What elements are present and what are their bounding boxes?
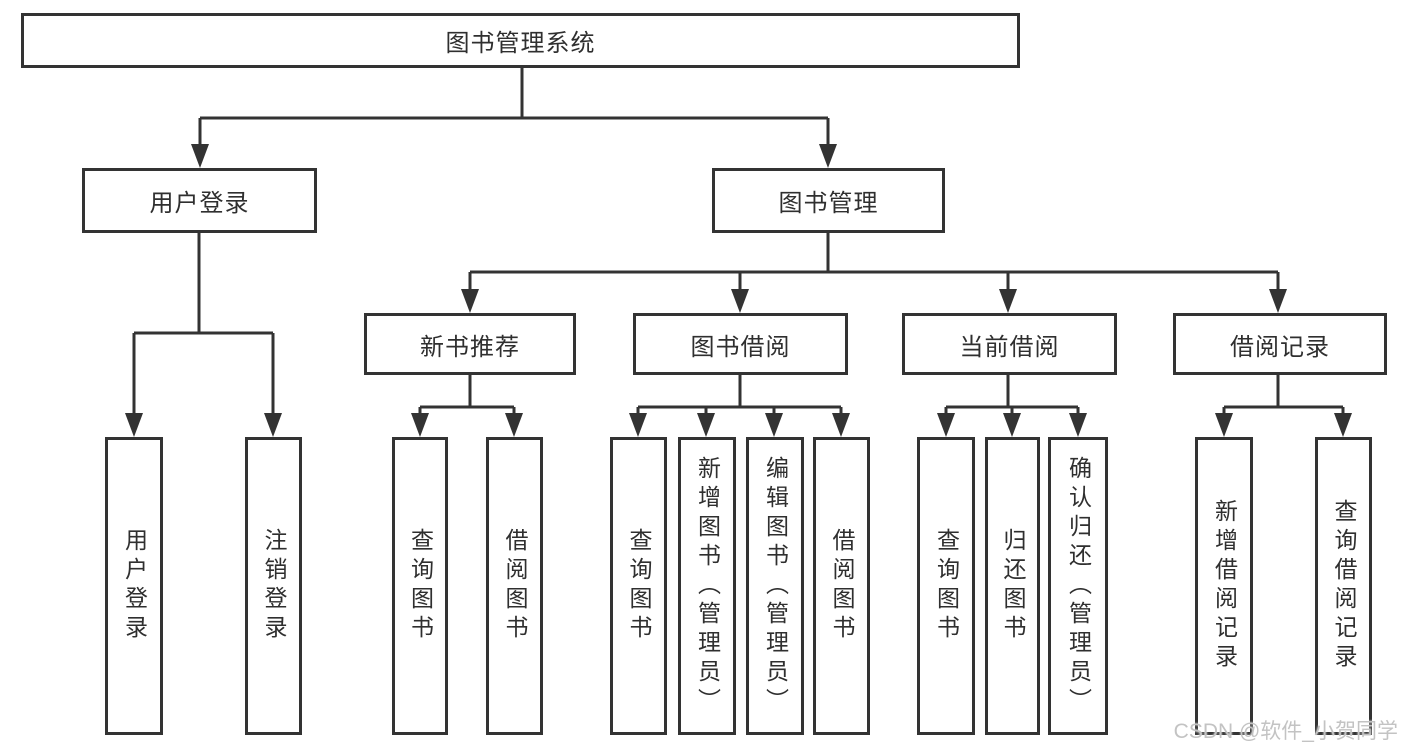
node-root-system: 图书管理系统 [21, 13, 1020, 68]
leaf-edit-book-admin-label: 编辑图书（管理员） [762, 455, 789, 717]
leaf-add-borrow-record: 新增借阅记录 [1195, 437, 1253, 735]
node-new-book-recommend: 新书推荐 [364, 313, 576, 375]
leaf-edit-book-admin: 编辑图书（管理员） [746, 437, 804, 735]
leaf-logout: 注销登录 [245, 437, 302, 735]
leaf-query-book-b-label: 查询图书 [626, 528, 652, 644]
node-user-login: 用户登录 [82, 168, 317, 233]
leaf-query-book-a-label: 查询图书 [407, 528, 434, 644]
leaf-return-book: 归还图书 [985, 437, 1040, 735]
leaf-return-book-label: 归还图书 [1000, 528, 1026, 644]
leaf-query-borrow-record-label: 查询借阅记录 [1331, 499, 1357, 673]
node-current-borrow: 当前借阅 [902, 313, 1117, 375]
node-book-management: 图书管理 [712, 168, 945, 233]
leaf-query-borrow-record: 查询借阅记录 [1315, 437, 1372, 735]
leaf-add-book-admin-label: 新增图书（管理员） [694, 455, 721, 717]
node-book-borrow: 图书借阅 [633, 313, 848, 375]
leaf-logout-label: 注销登录 [261, 528, 287, 644]
leaf-borrow-book-a-label: 借阅图书 [502, 528, 528, 644]
csdn-watermark: CSDN @软件_小贺同学 [1173, 720, 1398, 743]
leaf-borrow-book-a: 借阅图书 [486, 437, 543, 735]
leaf-query-book-c-label: 查询图书 [933, 528, 960, 644]
leaf-query-book-c: 查询图书 [917, 437, 975, 735]
leaf-borrow-book-b: 借阅图书 [813, 437, 870, 735]
leaf-user-login-label: 用户登录 [121, 528, 148, 644]
leaf-borrow-book-b-label: 借阅图书 [829, 528, 855, 644]
leaf-confirm-return-admin-label: 确认归还（管理员） [1065, 455, 1092, 717]
leaf-add-book-admin: 新增图书（管理员） [678, 437, 736, 735]
leaf-add-borrow-record-label: 新增借阅记录 [1211, 499, 1238, 673]
node-borrow-record: 借阅记录 [1173, 313, 1387, 375]
leaf-query-book-a: 查询图书 [392, 437, 448, 735]
leaf-user-login: 用户登录 [105, 437, 163, 735]
leaf-query-book-b: 查询图书 [610, 437, 667, 735]
leaf-confirm-return-admin: 确认归还（管理员） [1048, 437, 1108, 735]
